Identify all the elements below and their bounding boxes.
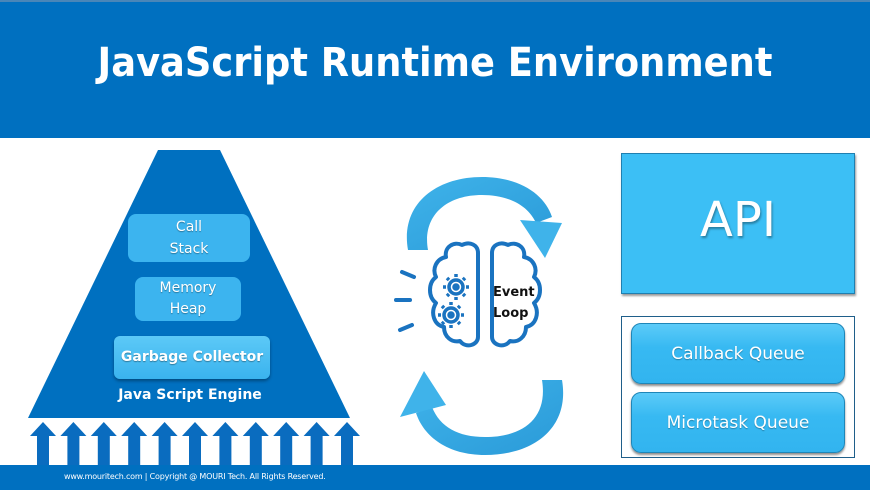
gear-icon [438,274,469,328]
up-arrow-icon [242,422,269,465]
footer-copyright: www.mouritech.com | Copyright @ MOURI Te… [64,472,326,481]
call-stack-line2: Stack [169,241,209,257]
memory-heap-box: Memory Heap [135,277,241,321]
up-arrow-icon [182,422,208,465]
signal-lines-icon [394,270,416,332]
event-loop-line1: Event [493,285,535,300]
up-arrow-icon [151,422,178,465]
api-box: API [621,153,855,294]
event-loop-diagram [394,177,564,455]
up-arrow-icon [60,422,87,465]
call-stack-box: Call Stack [128,214,250,262]
event-loop-label: Event Loop [493,282,543,324]
memory-heap-line2: Heap [169,301,207,317]
garbage-collector-box: Garbage Collector [114,336,270,379]
event-loop-line2: Loop [493,306,529,321]
memory-heap-line1: Memory [159,280,217,296]
page-title: JavaScript Runtime Environment [97,40,773,86]
header-banner: JavaScript Runtime Environment [0,0,870,138]
footer: www.mouritech.com | Copyright @ MOURI Te… [0,465,870,490]
up-arrow-icon [90,422,117,465]
bottom-cycle-arrow-icon [400,371,564,455]
up-arrow-icon [121,422,148,465]
callback-queue-box: Callback Queue [631,323,845,384]
microtask-queue-box: Microtask Queue [631,392,845,453]
up-arrow-icon [212,422,239,465]
up-arrow-icon [30,422,56,465]
brain-icon [428,241,542,348]
up-arrow-icon [334,422,360,465]
input-arrows [30,422,360,465]
api-label: API [700,192,776,248]
top-cycle-arrow-icon [406,177,562,258]
up-arrow-icon [273,422,300,465]
up-arrow-icon [303,422,330,465]
engine-label: Java Script Engine [118,387,262,403]
call-stack-line1: Call [175,219,203,235]
